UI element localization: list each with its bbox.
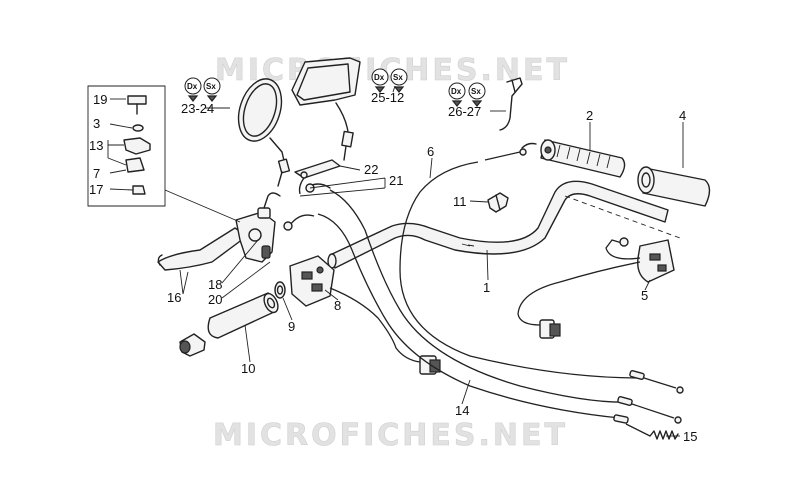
- dx-badge: Dx: [187, 82, 198, 91]
- left-switch-assembly: [289, 255, 441, 375]
- callout-3: 3: [93, 116, 100, 131]
- sx-badge: Sx: [393, 73, 403, 82]
- badge-group-left-mirror: Dx Sx: [184, 77, 221, 102]
- callout-26-27: 26-27: [448, 104, 481, 119]
- sx-badge: Sx: [206, 82, 216, 91]
- leader-lines: [107, 85, 684, 437]
- callout-9: 9: [288, 319, 295, 334]
- sx-badge-circle: [390, 68, 408, 86]
- dx-badge-circle: [448, 82, 466, 100]
- clamp-7: [125, 157, 145, 173]
- callout-15: 15: [683, 429, 697, 444]
- cable-guide: [305, 183, 331, 193]
- callout-21: 21: [389, 173, 403, 188]
- left-grip: [207, 292, 279, 339]
- badge-group-choke-lever: Dx Sx: [448, 82, 486, 107]
- callout-6: 6: [427, 144, 434, 159]
- dx-badge: Dx: [451, 87, 462, 96]
- callout-17: 17: [89, 182, 103, 197]
- sx-badge-circle: [203, 77, 221, 95]
- callout-10: 10: [241, 361, 255, 376]
- callout-11: 11: [453, 194, 467, 209]
- callout-8: 8: [334, 298, 341, 313]
- nut-17: [132, 185, 146, 195]
- throttle-cables: [283, 151, 641, 419]
- callout-4: 4: [679, 108, 686, 123]
- mirror-adapter: [294, 159, 341, 195]
- right-grip: [637, 166, 711, 207]
- watermark-bottom: MICROFICHES.NET: [213, 418, 568, 453]
- return-spring: [649, 430, 679, 440]
- sx-badge-circle: [468, 82, 486, 100]
- dx-badge-circle: [371, 68, 389, 86]
- callout-16: 16: [167, 290, 181, 305]
- callout-14: 14: [455, 403, 469, 418]
- callout-22: 22: [364, 162, 378, 177]
- right-switch-assembly: [517, 237, 675, 339]
- bar-end-weight: [179, 333, 206, 357]
- badge-group-right-mirror: Dx Sx: [371, 68, 408, 93]
- cable-clamp: [487, 192, 509, 213]
- callout-23-24: 23-24: [181, 101, 214, 116]
- callout-13: 13: [89, 138, 103, 153]
- callout-19: 19: [93, 92, 107, 107]
- spacer-ring: [274, 281, 286, 299]
- bracket-13: [123, 137, 151, 155]
- bolt-19: [127, 95, 147, 105]
- dx-badge-circle: [184, 77, 202, 95]
- callout-2: 2: [586, 108, 593, 123]
- callout-5: 5: [641, 288, 648, 303]
- dx-badge: Dx: [374, 73, 385, 82]
- left-mirror: [237, 78, 291, 187]
- throttle-grip: [519, 139, 626, 178]
- clutch-lever-assembly: [157, 192, 281, 271]
- callout-1: 1: [483, 280, 490, 295]
- callout-25-12: 25-12: [371, 90, 404, 105]
- choke-lever: [490, 77, 523, 131]
- callout-20: 20: [208, 292, 222, 307]
- callout-18: 18: [208, 277, 222, 292]
- callout-labels: 19 3 13 7 17 23-24 25-12 26-27 2 4 6 22 …: [89, 90, 697, 444]
- cable-ends: [613, 370, 684, 437]
- right-mirror: [291, 57, 361, 161]
- handlebar: [327, 180, 681, 269]
- sx-badge: Sx: [471, 87, 481, 96]
- callout-7: 7: [93, 166, 100, 181]
- hardware-inset: [87, 85, 241, 223]
- washer-3: [132, 124, 144, 132]
